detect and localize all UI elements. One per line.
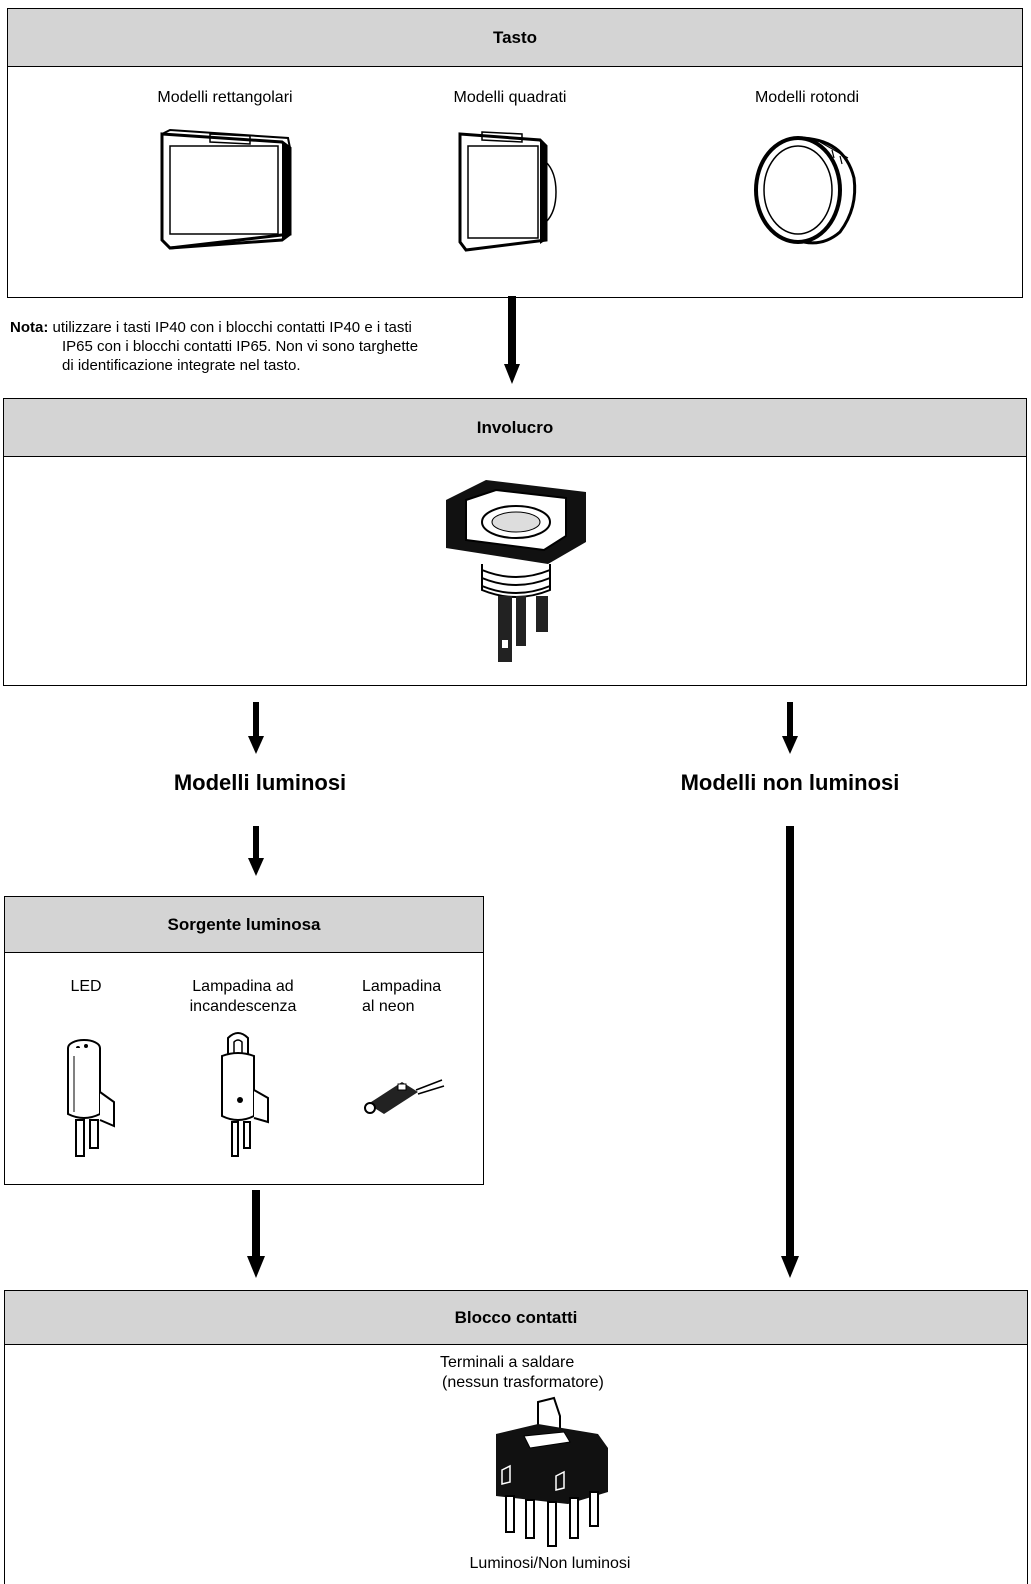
arrow-involucro-to-luminosi — [248, 702, 264, 754]
neon-line2: al neon — [362, 998, 415, 1015]
sorgente-led-label: LED — [70, 978, 102, 995]
led-icon — [67, 1039, 115, 1157]
square-button-icon — [458, 131, 557, 252]
incandescenza-line2: incandescenza — [189, 998, 297, 1015]
note-line2: IP65 con i blocchi contatti IP65. Non vi… — [62, 338, 419, 355]
branch-luminosi: Modelli luminosi — [173, 770, 347, 795]
involucro-title: Involucro — [476, 417, 554, 437]
arrow-tasto-to-involucro — [504, 296, 520, 384]
note-text: Nota: utilizzare i tasti IP40 con i bloc… — [10, 318, 530, 375]
sorgente-header: Sorgente luminosa — [5, 897, 483, 953]
note-prefix: Nota: — [10, 319, 49, 336]
tasto-item-quadrati: Modelli quadrati — [453, 89, 567, 106]
involucro-header: Involucro — [4, 399, 1026, 457]
neon-line1: Lampadina — [362, 978, 442, 995]
arrow-non-luminosi-to-blocco — [781, 826, 799, 1278]
arrow-sorgente-to-blocco — [247, 1190, 265, 1278]
blocco-box: Blocco contatti — [4, 1290, 1028, 1584]
blocco-top-label: Terminali a saldare (nessun trasformator… — [440, 1353, 640, 1393]
branch-non-luminosi: Modelli non luminosi — [680, 770, 900, 795]
note-line3: di identificazione integrate nel tasto. — [62, 357, 301, 374]
tasto-header: Tasto — [8, 9, 1022, 67]
rectangular-button-icon — [160, 128, 292, 250]
neon-lamp-icon — [364, 1079, 445, 1114]
blocco-top-line1: Terminali a saldare — [440, 1354, 575, 1371]
tasto-item-rettangolari: Modelli rettangolari — [157, 89, 293, 106]
tasto-title: Tasto — [492, 27, 538, 47]
incandescenza-line1: Lampadina ad — [192, 978, 294, 995]
sorgente-incandescenza-label: Lampadina ad incandescenza — [168, 977, 318, 1017]
arrow-luminosi-to-sorgente — [248, 826, 264, 876]
blocco-header: Blocco contatti — [5, 1291, 1027, 1345]
sorgente-title: Sorgente luminosa — [167, 914, 321, 934]
sorgente-neon-label: Lampadina al neon — [362, 977, 452, 1017]
blocco-top-line2: (nessun trasformatore) — [442, 1374, 604, 1391]
housing-icon — [446, 480, 586, 662]
tasto-item-rotondi: Modelli rotondi — [754, 89, 860, 106]
note-line1: utilizzare i tasti IP40 con i blocchi co… — [52, 319, 412, 336]
blocco-title: Blocco contatti — [454, 1307, 578, 1327]
arrow-involucro-to-non-luminosi — [782, 702, 798, 754]
incandescent-bulb-icon — [221, 1032, 269, 1157]
blocco-bottom-label: Luminosi/Non luminosi — [469, 1555, 631, 1572]
contact-block-icon — [496, 1396, 608, 1547]
round-button-icon — [754, 136, 857, 245]
